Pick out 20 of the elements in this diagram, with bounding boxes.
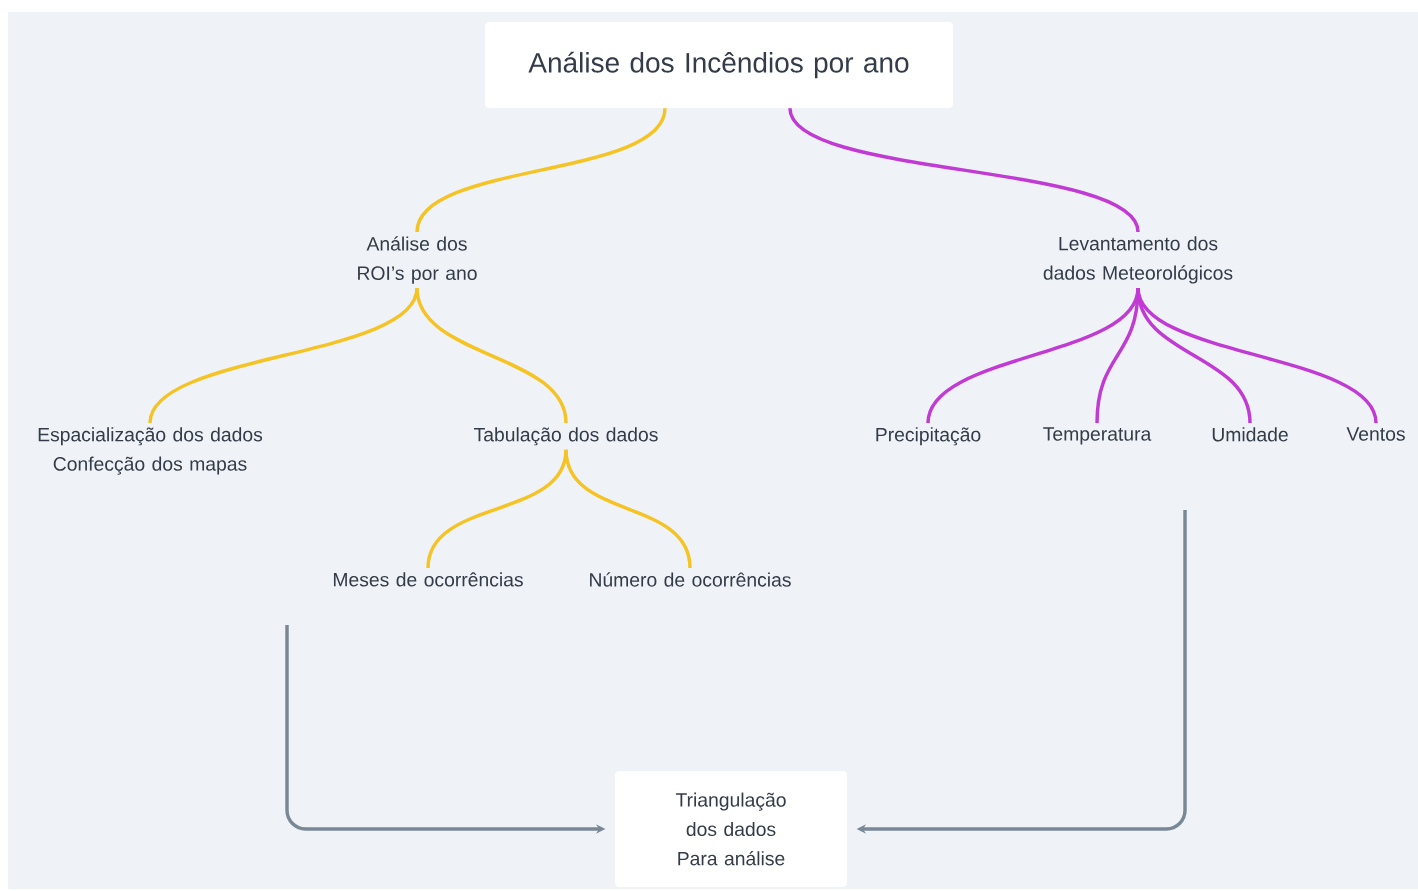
leaf-label: Precipitação [876, 427, 981, 446]
title-box: Análise dos Incêndios por ano [485, 22, 953, 108]
leaf-label: Temperatura [1043, 427, 1152, 445]
result-box: Triangulação dos dados Para análise [615, 771, 847, 887]
branch-label: Levantamento dos dados Meteorológicos [1043, 236, 1233, 284]
node-label: Para análise [678, 851, 785, 866]
leaf-label: Espacialização dos dados Confecção dos mapas [38, 427, 263, 475]
connector-line [1136, 287, 1378, 424]
leaf-label: Número de ocorrências [590, 572, 791, 587]
leaf-label: Meses de ocorrências [333, 572, 523, 587]
leaf-label: Ventos [1346, 427, 1405, 441]
connector-line [415, 107, 667, 233]
connector-line [564, 449, 692, 569]
node-label: Triangulação dos dados [675, 792, 786, 837]
connector-line [788, 107, 1140, 233]
connector-line [415, 287, 568, 424]
connector-line [1136, 287, 1252, 424]
branch-label: Tabulação dos dados [474, 427, 658, 446]
branch-label: Análise dos ROI’s por ano [358, 236, 477, 284]
leaf-label: Umidade [1212, 427, 1288, 442]
